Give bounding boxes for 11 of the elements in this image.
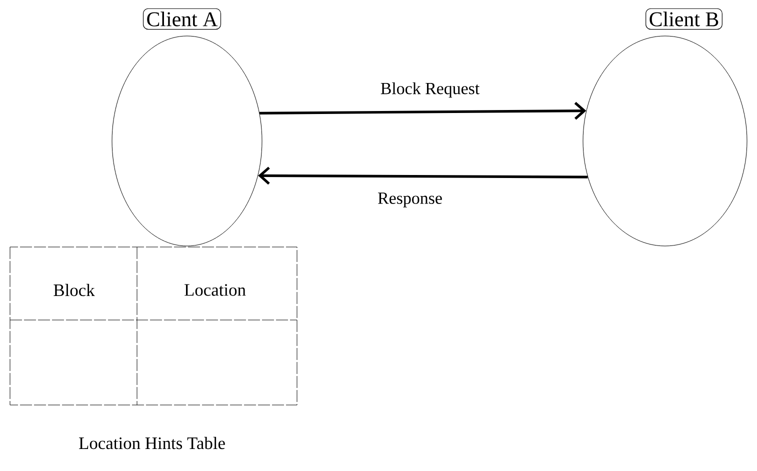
client-label: Client B: [646, 8, 722, 30]
edge-label: Response: [376, 192, 444, 208]
column-header: Block: [54, 284, 95, 296]
ellipse-node: [112, 36, 262, 246]
table-caption: Location Hints Table: [79, 436, 225, 450]
arrow: [260, 102, 586, 120]
column-header: Location: [184, 284, 246, 296]
edge-label: Block Request: [379, 81, 481, 99]
client-label: Client A: [142, 8, 222, 30]
ellipse-node: [582, 36, 748, 246]
arrow: [258, 166, 588, 185]
